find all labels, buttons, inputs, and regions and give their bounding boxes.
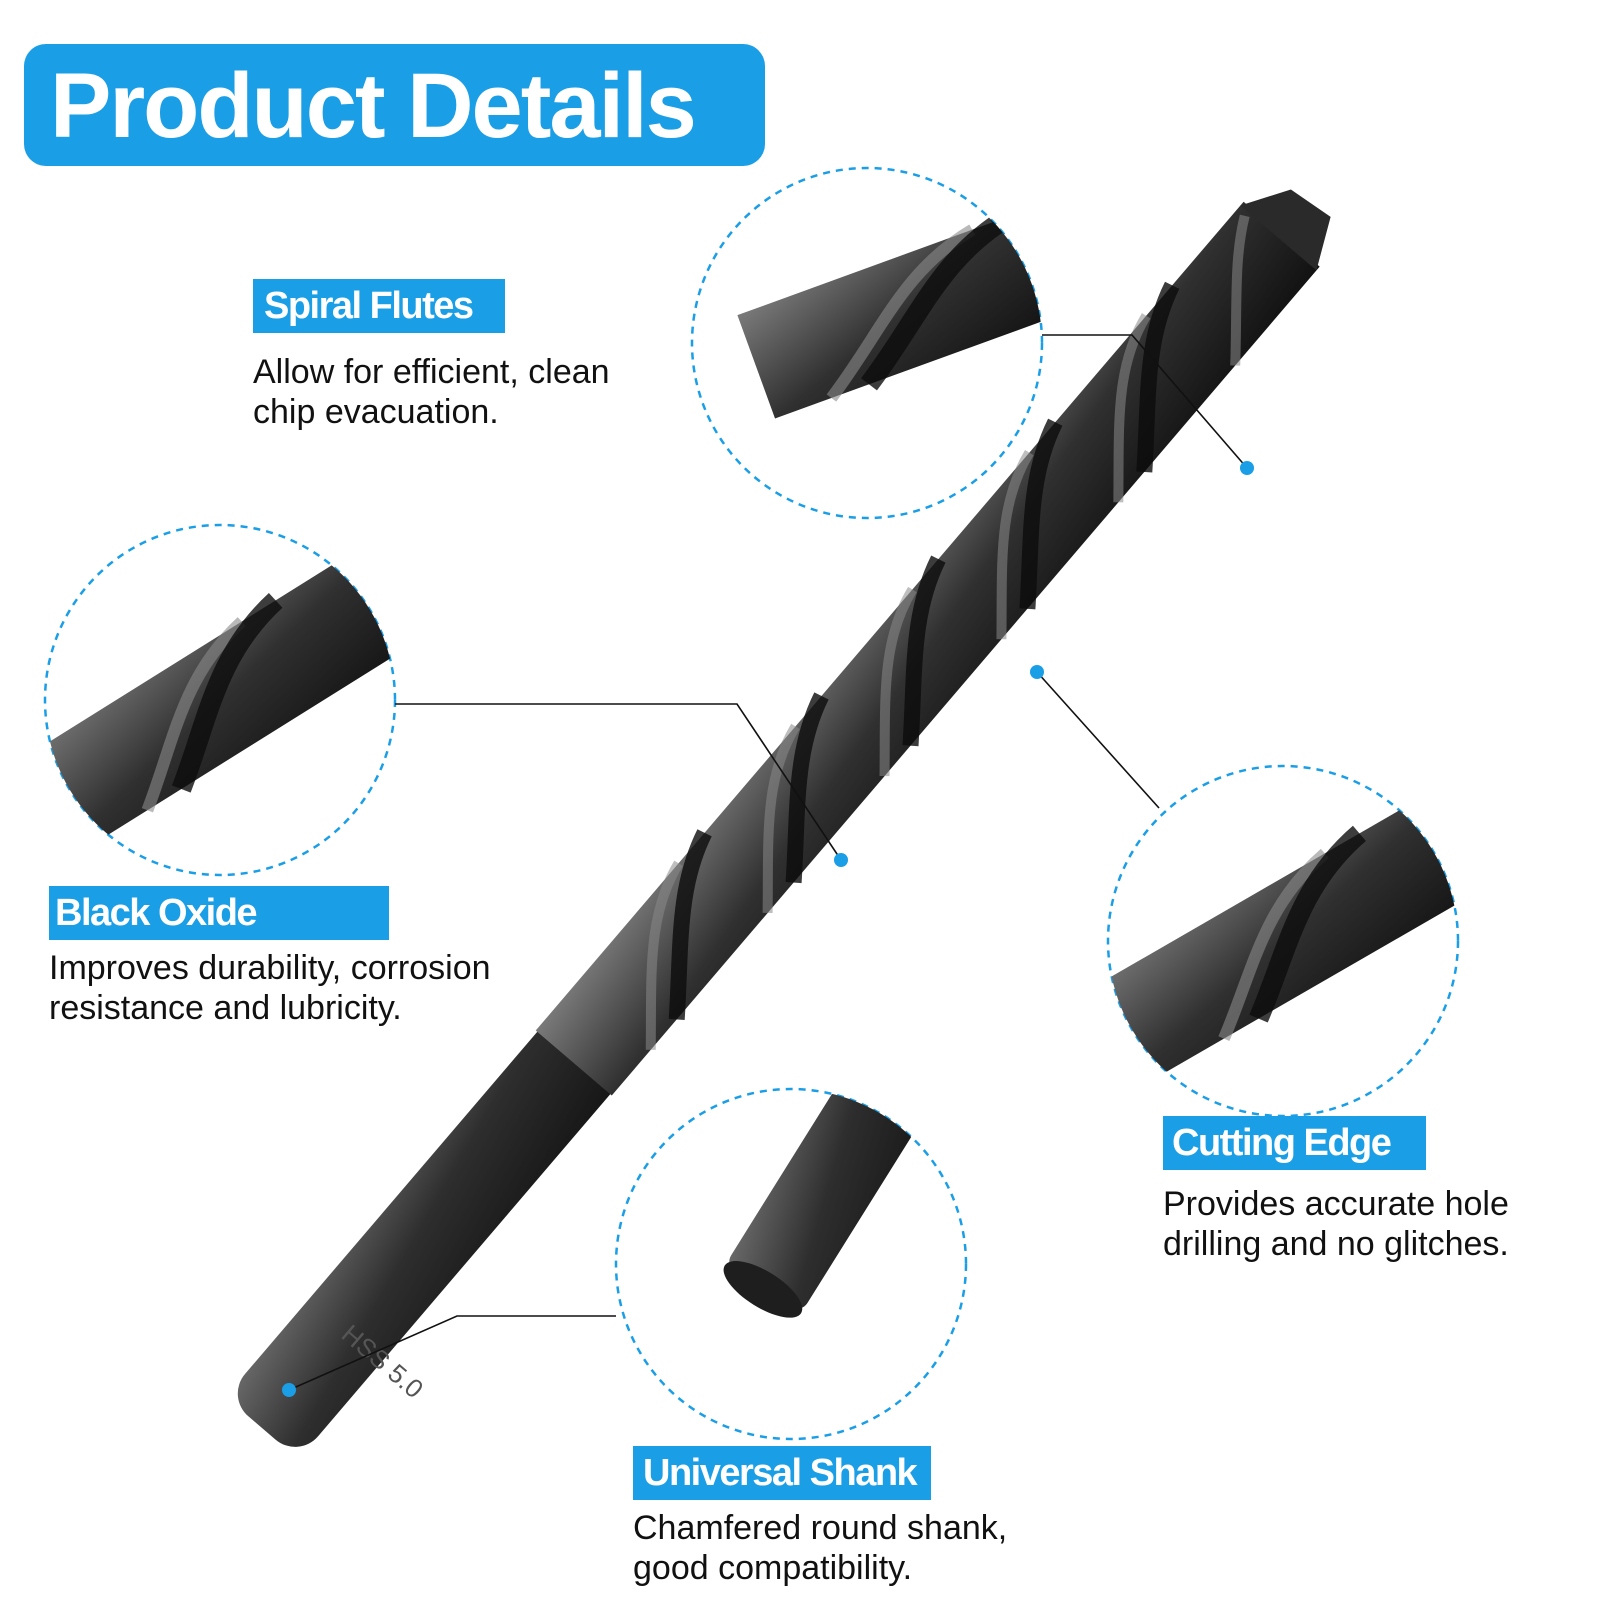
label-box-spiral-flutes — [253, 279, 505, 333]
label-box-black-oxide — [49, 886, 389, 940]
callout-dot-black-oxide — [834, 853, 848, 867]
leader-line-cutting-edge — [1036, 671, 1160, 809]
leader-line-spiral-flutes — [1042, 334, 1248, 469]
desc-universal-shank-line1: Chamfered round shank, — [633, 1509, 1008, 1547]
callout-dot-universal-shank — [282, 1383, 296, 1397]
label-box-cutting-edge — [1163, 1116, 1426, 1170]
desc-cutting-edge-line2: drilling and no glitches. — [1163, 1225, 1509, 1263]
drill-shank — [237, 1013, 624, 1447]
detail-circle-cutting-edge — [1106, 764, 1460, 1118]
label-black-oxide: Black Oxide — [55, 892, 258, 934]
label-spiral-flutes: Spiral Flutes — [264, 285, 474, 327]
label-box-universal-shank — [633, 1446, 931, 1500]
desc-spiral-flutes-line2: chip evacuation. — [253, 393, 499, 431]
drill-tip — [1240, 189, 1331, 271]
label-universal-shank: Universal Shank — [643, 1452, 918, 1494]
page-title: Product Details — [50, 55, 697, 157]
callout-dot-spiral-flutes — [1240, 461, 1254, 475]
detail-circle-universal-shank — [614, 1087, 968, 1441]
leader-lines — [288, 334, 1248, 1391]
desc-cutting-edge-line1: Provides accurate hole — [1163, 1185, 1509, 1223]
leader-line-universal-shank — [288, 1315, 616, 1391]
desc-universal-shank-line2: good compatibility. — [633, 1549, 913, 1587]
title-banner — [24, 44, 765, 166]
desc-black-oxide-line1: Improves durability, corrosion — [49, 949, 491, 987]
desc-spiral-flutes-line1: Allow for efficient, clean — [253, 353, 610, 391]
callout-dots — [282, 461, 1254, 1397]
leader-line-black-oxide — [395, 703, 842, 861]
desc-black-oxide-line2: resistance and lubricity. — [49, 989, 402, 1027]
detail-circle-spiral-flutes — [690, 166, 1044, 520]
detail-circle-black-oxide — [43, 523, 397, 877]
label-cutting-edge: Cutting Edge — [1172, 1122, 1392, 1164]
callout-dot-cutting-edge — [1030, 665, 1044, 679]
